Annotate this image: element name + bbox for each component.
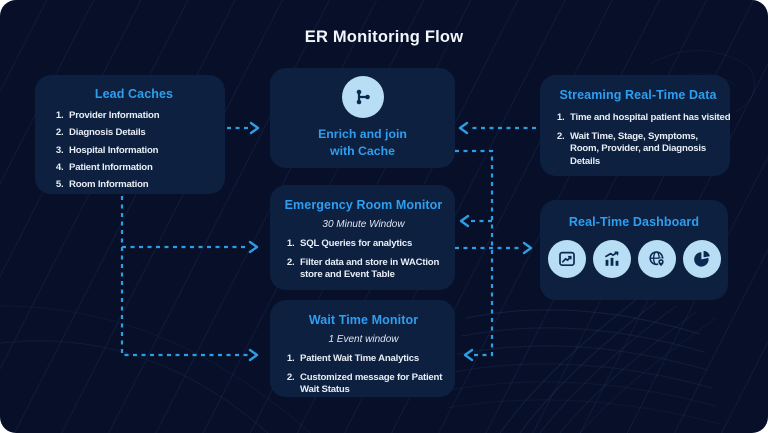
arrowhead-right bbox=[248, 240, 259, 254]
pie-chart-icon bbox=[682, 240, 721, 278]
arrowhead-right bbox=[248, 348, 259, 362]
wait-time-monitor-box: Wait Time Monitor 1 Event window Patient… bbox=[270, 300, 455, 397]
streaming-real-time-data-box: Streaming Real-Time Data Time and hospit… bbox=[540, 75, 731, 176]
enrich-and-join-label: Enrich and join with Cache bbox=[318, 126, 407, 159]
arrowhead-right bbox=[249, 121, 260, 135]
er-monitor-list: SQL Queries for analytics Filter data an… bbox=[282, 238, 445, 282]
dashboard-title: Real-Time Dashboard bbox=[568, 215, 700, 229]
arrowhead-left bbox=[459, 214, 470, 228]
wait-monitor-list: Patient Wait Time Analytics Customized m… bbox=[282, 353, 445, 397]
enrich-label-line1: Enrich and join bbox=[318, 127, 407, 142]
enrich-label-line2: with Cache bbox=[330, 144, 395, 158]
arrowhead-right bbox=[522, 241, 533, 255]
globe-pin-icon bbox=[637, 240, 676, 278]
list-item: Diagnosis Details bbox=[66, 127, 217, 140]
emergency-room-monitor-box: Emergency Room Monitor 30 Minute Window … bbox=[270, 185, 455, 290]
bar-chart-trend-icon bbox=[592, 240, 631, 278]
list-item: Patient Information bbox=[66, 162, 217, 175]
er-monitor-subtitle: 30 Minute Window bbox=[322, 219, 405, 230]
lead-caches-list: Provider Information Diagnosis Details H… bbox=[51, 110, 217, 192]
list-item: Hospital Information bbox=[66, 145, 217, 158]
lead-caches-title: Lead Caches bbox=[94, 87, 174, 101]
list-item: Provider Information bbox=[66, 110, 217, 123]
list-item: Filter data and store in WACtion store a… bbox=[297, 257, 445, 282]
chart-window-icon bbox=[547, 240, 586, 278]
arrowhead-left bbox=[458, 121, 469, 135]
list-item: Time and hospital patient has visited bbox=[567, 112, 731, 125]
streaming-list: Time and hospital patient has visited Wa… bbox=[552, 112, 731, 169]
branch-join-icon bbox=[341, 76, 384, 119]
arrow-enrich-to-wait bbox=[455, 149, 494, 357]
arrow-lead-to-wait bbox=[120, 196, 248, 357]
dashboard-icon-row bbox=[540, 240, 728, 278]
wait-monitor-title: Wait Time Monitor bbox=[308, 313, 419, 327]
er-monitor-title: Emergency Room Monitor bbox=[284, 198, 443, 212]
list-item: Room Information bbox=[66, 179, 217, 192]
lead-caches-box: Lead Caches Provider Information Diagnos… bbox=[35, 75, 225, 194]
list-item: Customized message for Patient Wait Stat… bbox=[297, 372, 445, 397]
diagram-title: ER Monitoring Flow bbox=[304, 28, 464, 46]
real-time-dashboard-box: Real-Time Dashboard bbox=[540, 200, 728, 300]
arrowhead-left bbox=[463, 348, 474, 362]
enrich-and-join-box: Enrich and join with Cache bbox=[270, 68, 455, 168]
wait-monitor-subtitle: 1 Event window bbox=[328, 334, 399, 345]
streaming-title: Streaming Real-Time Data bbox=[559, 88, 717, 102]
list-item: Wait Time, Stage, Symptoms, Room, Provid… bbox=[567, 131, 724, 169]
list-item: Patient Wait Time Analytics bbox=[297, 353, 445, 366]
list-item: SQL Queries for analytics bbox=[297, 238, 445, 251]
